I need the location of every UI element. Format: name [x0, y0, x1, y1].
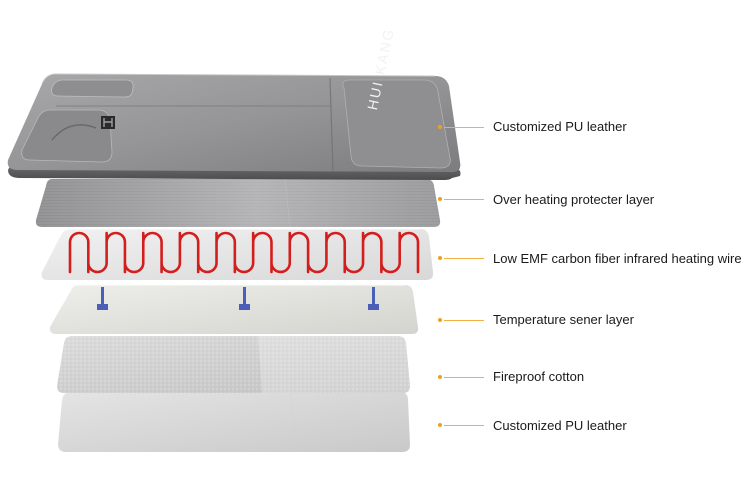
callout-leader	[444, 377, 484, 378]
heating-wire-layer	[41, 228, 434, 280]
sensor-probe	[372, 287, 375, 305]
callout-label: Fireproof cotton	[493, 369, 585, 384]
callout-label: Over heating protecter layer	[493, 192, 655, 207]
callout-leader	[444, 320, 484, 321]
bottom-pu-leather-layer	[58, 391, 410, 452]
callout-dot	[438, 256, 442, 260]
sensor-probe	[101, 287, 104, 305]
callout-leader	[444, 127, 484, 128]
callout-leader	[444, 258, 484, 259]
callout-dot	[438, 423, 442, 427]
sensor-probe	[97, 304, 108, 310]
callout-dot	[438, 375, 442, 379]
callout-leader	[444, 199, 484, 200]
sensor-probe	[239, 304, 250, 310]
heating-wire	[68, 231, 420, 274]
callout-dot	[438, 197, 442, 201]
overheat-protector-layer	[35, 178, 441, 228]
callout-label: Customized PU leather	[493, 418, 627, 433]
sensor-probes	[97, 287, 379, 310]
fireproof-cotton-layer	[57, 336, 410, 393]
sensor-probe	[243, 287, 246, 305]
callout-leader	[444, 425, 484, 426]
top-pu-leather-layer	[7, 73, 461, 180]
callout-label: Customized PU leather	[493, 119, 627, 134]
callout-label: Temperature sener layer	[493, 312, 634, 327]
sensor-probe	[368, 304, 379, 310]
callout-dot	[438, 125, 442, 129]
callout-dot	[438, 318, 442, 322]
brand-logo	[101, 116, 115, 129]
temperature-sensor-layer	[49, 284, 419, 334]
callout-label: Low EMF carbon fiber infrared heating wi…	[493, 251, 742, 266]
